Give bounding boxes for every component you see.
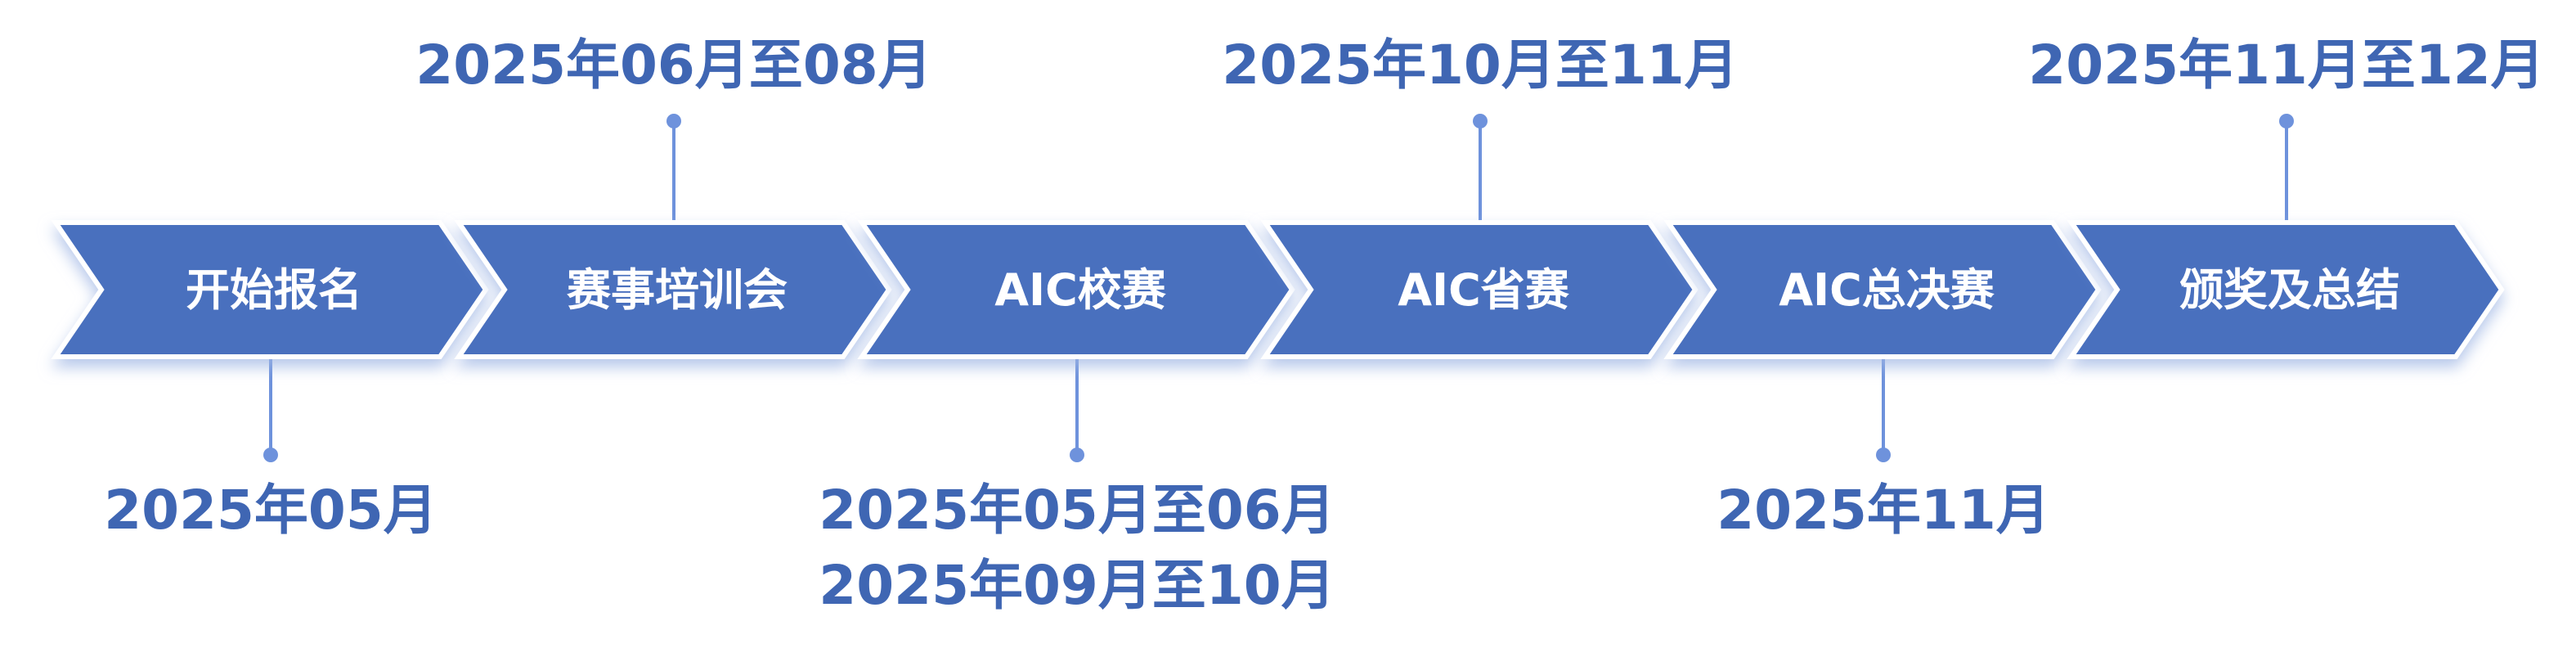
stage-date-2-1: 2025年06月至08月 xyxy=(415,34,931,97)
stage-chevron-3 xyxy=(857,220,1295,359)
stage-date-4-1: 2025年10月至11月 xyxy=(1222,34,1738,97)
stage-connector-dot-2 xyxy=(666,114,681,128)
stage-chevron-6 xyxy=(2067,220,2505,359)
stage-chevron-4 xyxy=(1260,220,1699,359)
stage-date-3-2: 2025年09月至10月 xyxy=(819,554,1335,617)
stage-label-1: 开始报名 xyxy=(186,264,362,316)
stage-label-6: 颁奖及总结 xyxy=(2179,264,2400,316)
stage-chevron-2 xyxy=(454,220,892,359)
stage-connector-dot-1 xyxy=(263,448,278,462)
date-labels-layer: 2025年05月 2025年06月至08月 2025年05月至06月 2025年09月… xyxy=(104,34,2544,617)
stage-date-3-1: 2025年05月至06月 xyxy=(819,479,1335,542)
stage-date-1-1: 2025年05月 xyxy=(104,479,438,542)
stage-date-5-1: 2025年11月 xyxy=(1717,479,2050,542)
chevrons-layer: 开始报名 赛事培训会 AIC校赛 AIC省赛 AIC总决赛 颁奖及总结 xyxy=(51,220,2505,359)
stage-chevron-5 xyxy=(1663,220,2102,359)
stage-label-3: AIC校赛 xyxy=(994,264,1167,316)
stage-date-6-1: 2025年11月至12月 xyxy=(2028,34,2544,97)
stage-connector-dot-4 xyxy=(1473,114,1488,128)
stage-label-5: AIC总决赛 xyxy=(1779,264,1995,316)
stage-label-2: 赛事培训会 xyxy=(567,264,788,316)
stage-label-4: AIC省赛 xyxy=(1398,264,1570,316)
stage-chevron-1 xyxy=(51,220,489,359)
stage-connector-dot-5 xyxy=(1876,448,1891,462)
stage-connector-dot-6 xyxy=(2279,114,2294,128)
stage-connector-dot-3 xyxy=(1070,448,1084,462)
connectors-layer xyxy=(263,114,2294,462)
